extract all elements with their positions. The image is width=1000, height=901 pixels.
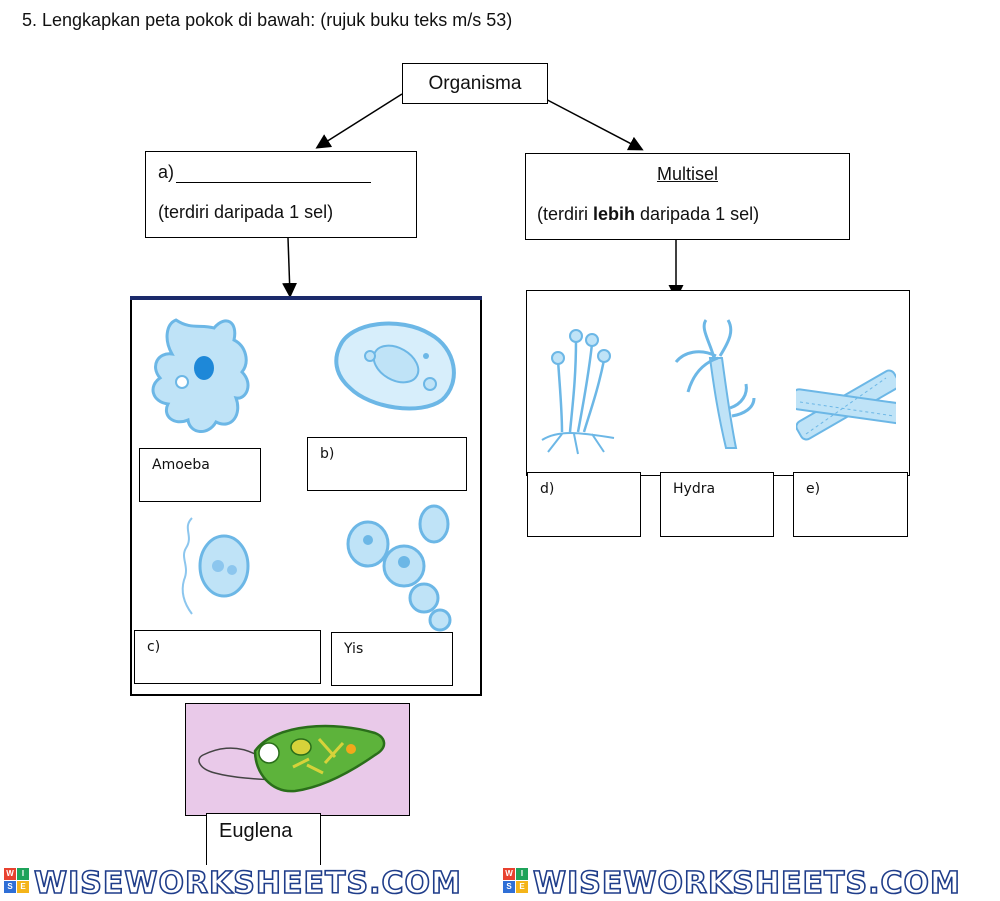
hydra-illustration bbox=[674, 319, 756, 449]
label-euglena: Euglena bbox=[206, 813, 321, 865]
amoeba-illustration bbox=[151, 318, 250, 433]
label-hydra: Hydra bbox=[660, 472, 774, 537]
unicellular-box: a) (terdiri daripada 1 sel) bbox=[145, 151, 417, 238]
muscle-fibre-illustration bbox=[796, 369, 896, 441]
mould-illustration bbox=[541, 329, 615, 455]
arrow-root-to-unicell bbox=[315, 93, 403, 149]
question-text: 5. Lengkapkan peta pokok di bawah: (ruju… bbox=[22, 10, 513, 30]
arrow-unicell-to-panel bbox=[282, 237, 298, 298]
unicellular-answer-label: a) bbox=[158, 162, 372, 183]
watermark-text: WISEWORKSHEETS.COM bbox=[532, 865, 961, 901]
arrow-root-to-multicell bbox=[535, 93, 644, 151]
watermark-logo-icon: W I S E bbox=[503, 868, 529, 894]
root-organisma-box: Organisma bbox=[402, 63, 548, 104]
paramecium-illustration bbox=[334, 321, 456, 411]
unicellular-subtitle: (terdiri daripada 1 sel) bbox=[158, 202, 334, 222]
euglena-illustration bbox=[198, 724, 386, 793]
multicellular-subtitle: (terdiri lebih daripada 1 sel) bbox=[537, 204, 760, 224]
multicellular-box: Multisel (terdiri lebih daripada 1 sel) bbox=[525, 153, 850, 240]
label-yis: Yis bbox=[331, 632, 453, 686]
answer-box-d[interactable]: d) bbox=[527, 472, 641, 537]
chlamydomonas-illustration bbox=[181, 517, 250, 615]
label-amoeba: Amoeba bbox=[139, 448, 261, 502]
answer-box-c[interactable]: c) bbox=[134, 630, 321, 684]
multicellular-title: Multisel bbox=[656, 164, 718, 184]
answer-blank-a[interactable] bbox=[176, 166, 372, 183]
answer-box-b[interactable]: b) bbox=[307, 437, 467, 491]
panel-top-border bbox=[130, 296, 482, 300]
answer-box-e[interactable]: e) bbox=[793, 472, 908, 537]
watermark-footer: W I S E WISEWORKSHEETS.COM W I S E WISEW… bbox=[0, 862, 1000, 901]
watermark-text: WISEWORKSHEETS.COM bbox=[33, 865, 462, 901]
yeast-illustration bbox=[346, 504, 452, 632]
watermark-logo-icon: W I S E bbox=[4, 868, 30, 894]
